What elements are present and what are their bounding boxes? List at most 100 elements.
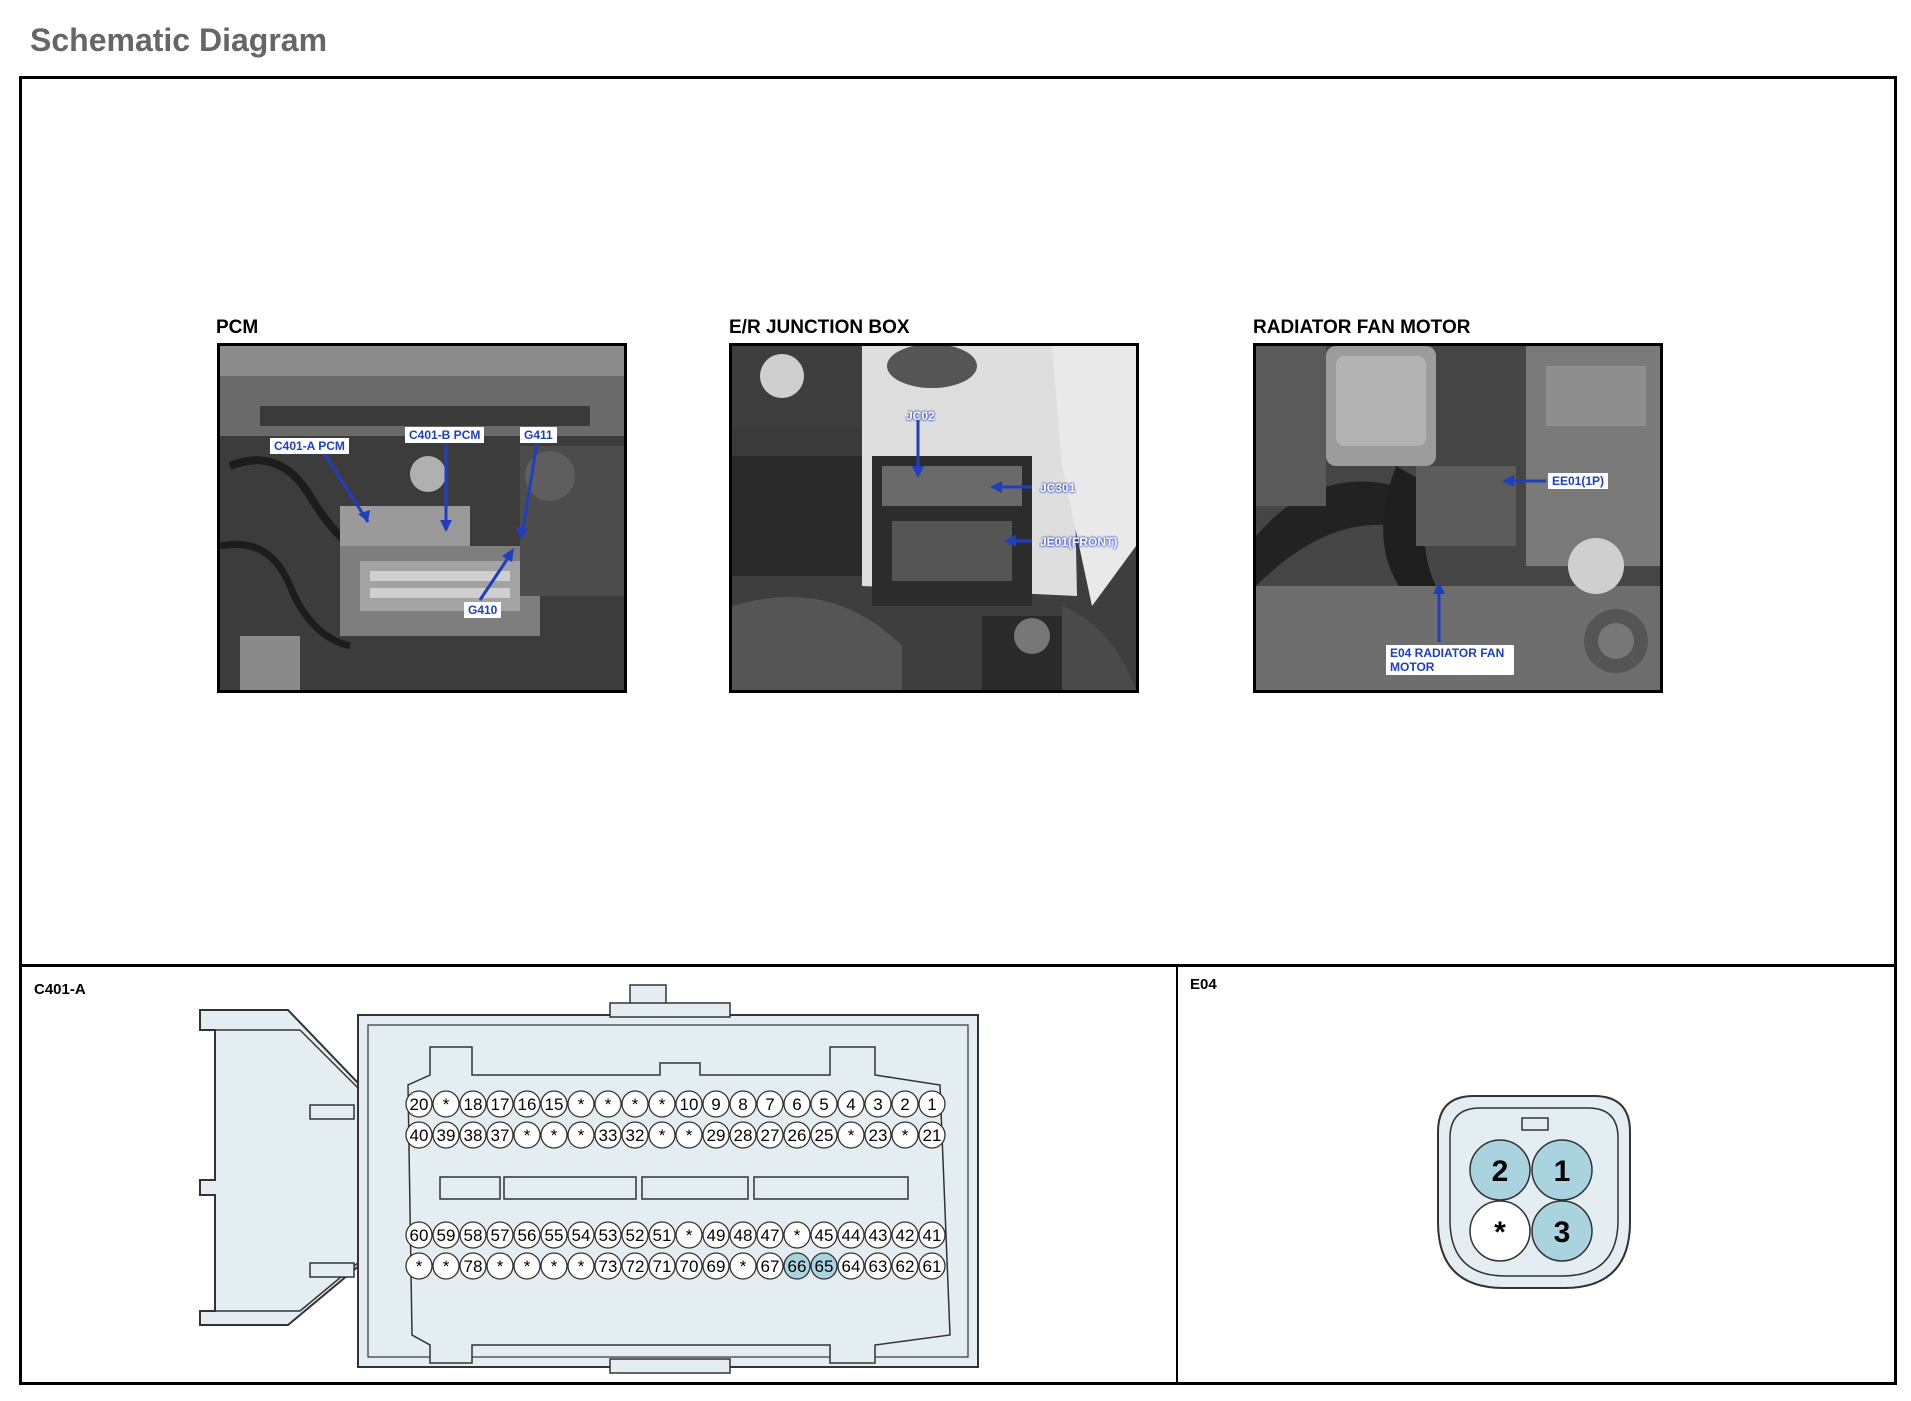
c401a-pin-label: 3 <box>873 1095 882 1114</box>
c401a-pin-label: 58 <box>464 1226 483 1245</box>
c401a-pin-label: 4 <box>846 1095 855 1114</box>
c401a-pin <box>918 1090 946 1118</box>
c401a-pin-label: 57 <box>491 1226 510 1245</box>
c401a-pin-label: * <box>497 1257 504 1276</box>
c401a-pin-label: 26 <box>788 1126 807 1145</box>
c401a-pin-label: * <box>659 1126 666 1145</box>
c401a-pin-label: * <box>551 1257 558 1276</box>
c401a-pin-label: 70 <box>680 1257 699 1276</box>
c401a-pin <box>432 1090 460 1118</box>
callout-jc301: JC301 <box>1040 481 1076 495</box>
c401a-pin <box>648 1221 676 1249</box>
c401a-pin-label: * <box>443 1095 450 1114</box>
page-title: Schematic Diagram <box>30 22 328 58</box>
c401a-pin-label: * <box>632 1095 639 1114</box>
c401a-pin <box>594 1121 622 1149</box>
c401a-pin-label: * <box>416 1257 423 1276</box>
c401a-pin <box>702 1252 730 1280</box>
callout-c401b-pcm: C401-B PCM <box>405 427 485 443</box>
c401a-pin-label: * <box>605 1095 612 1114</box>
c401a-pin <box>459 1252 487 1280</box>
c401a-pin <box>513 1221 541 1249</box>
c401a-pin-label: 16 <box>518 1095 537 1114</box>
c401a-pin-label: 43 <box>869 1226 888 1245</box>
c401a-pin-label: 52 <box>626 1226 645 1245</box>
c401a-pin <box>432 1121 460 1149</box>
c401a-pin-label: 29 <box>707 1126 726 1145</box>
c401a-pin-label: 64 <box>842 1257 861 1276</box>
c401a-pin <box>459 1221 487 1249</box>
c401a-pin-label: 9 <box>711 1095 720 1114</box>
c401a-pin <box>675 1221 703 1249</box>
c401a-pin-label: 6 <box>792 1095 801 1114</box>
c401a-pin <box>567 1252 595 1280</box>
c401a-pin <box>567 1090 595 1118</box>
c401a-pin <box>513 1090 541 1118</box>
c401a-pin <box>702 1121 730 1149</box>
c401a-pin <box>621 1221 649 1249</box>
c401a-pin-label: * <box>848 1126 855 1145</box>
c401a-pin <box>729 1121 757 1149</box>
e04-key <box>1521 1117 1549 1131</box>
c401a-pin-label: * <box>524 1257 531 1276</box>
photo-title-junction-box: E/R JUNCTION BOX <box>729 317 910 338</box>
c401a-pin-label: 47 <box>761 1226 780 1245</box>
c401a-pin <box>648 1090 676 1118</box>
c401a-pin <box>405 1221 433 1249</box>
c401a-pin-label: 62 <box>896 1257 915 1276</box>
c401a-pin-label: 41 <box>923 1226 942 1245</box>
photo-junction-box: JC02 JC301 JE01(FRONT) <box>729 343 1139 693</box>
c401a-pin <box>513 1121 541 1149</box>
c401a-pin-label: 59 <box>437 1226 456 1245</box>
c401a-pin <box>567 1221 595 1249</box>
c401a-pin <box>486 1252 514 1280</box>
e04-pin-label: 1 <box>1554 1155 1571 1188</box>
c401a-pin-label: 71 <box>653 1257 672 1276</box>
c401a-pin-label: * <box>524 1126 531 1145</box>
e04-pin <box>1469 1200 1531 1262</box>
photo-junction-box-scene <box>732 346 1136 690</box>
c401a-pin-label: * <box>578 1095 585 1114</box>
c401a-pin-label: 1 <box>927 1095 936 1114</box>
c401a-pin <box>810 1121 838 1149</box>
c401a-pin <box>567 1121 595 1149</box>
callout-g410: G410 <box>464 602 502 618</box>
connector-label-e04: E04 <box>1190 976 1217 993</box>
c401a-pin <box>864 1221 892 1249</box>
e04-pin <box>1469 1139 1531 1201</box>
c401a-pin-label: 8 <box>738 1095 747 1114</box>
c401a-pin <box>837 1221 865 1249</box>
c401a-pin <box>675 1090 703 1118</box>
section-divider-vertical <box>1176 965 1178 1383</box>
c401a-pin <box>918 1252 946 1280</box>
c401a-pin <box>729 1090 757 1118</box>
c401a-pin-label: * <box>902 1126 909 1145</box>
c401a-pin-label: 33 <box>599 1126 618 1145</box>
c401a-pin <box>864 1121 892 1149</box>
c401a-pin <box>783 1090 811 1118</box>
c401a-pin <box>540 1121 568 1149</box>
c401a-pin <box>783 1221 811 1249</box>
c401a-pin <box>756 1121 784 1149</box>
c401a-pin-label: 63 <box>869 1257 888 1276</box>
photo-title-pcm: PCM <box>216 317 259 338</box>
c401a-pin-label: * <box>551 1126 558 1145</box>
c401a-pin-label: 25 <box>815 1126 834 1145</box>
c401a-pin <box>729 1252 757 1280</box>
c401a-pin <box>864 1252 892 1280</box>
c401a-pin <box>432 1252 460 1280</box>
c401a-pin-label: 17 <box>491 1095 510 1114</box>
c401a-pin-label: 72 <box>626 1257 645 1276</box>
c401a-pin-label: 15 <box>545 1095 564 1114</box>
c401a-pin <box>891 1252 919 1280</box>
c401a-pin-label: 21 <box>923 1126 942 1145</box>
c401a-pin <box>810 1252 838 1280</box>
c401a-pin-label: 56 <box>518 1226 537 1245</box>
c401a-pin-label: 61 <box>923 1257 942 1276</box>
c401a-pin <box>783 1121 811 1149</box>
c401a-pin-label: 65 <box>815 1257 834 1276</box>
e04-pin-label: 2 <box>1492 1155 1509 1188</box>
